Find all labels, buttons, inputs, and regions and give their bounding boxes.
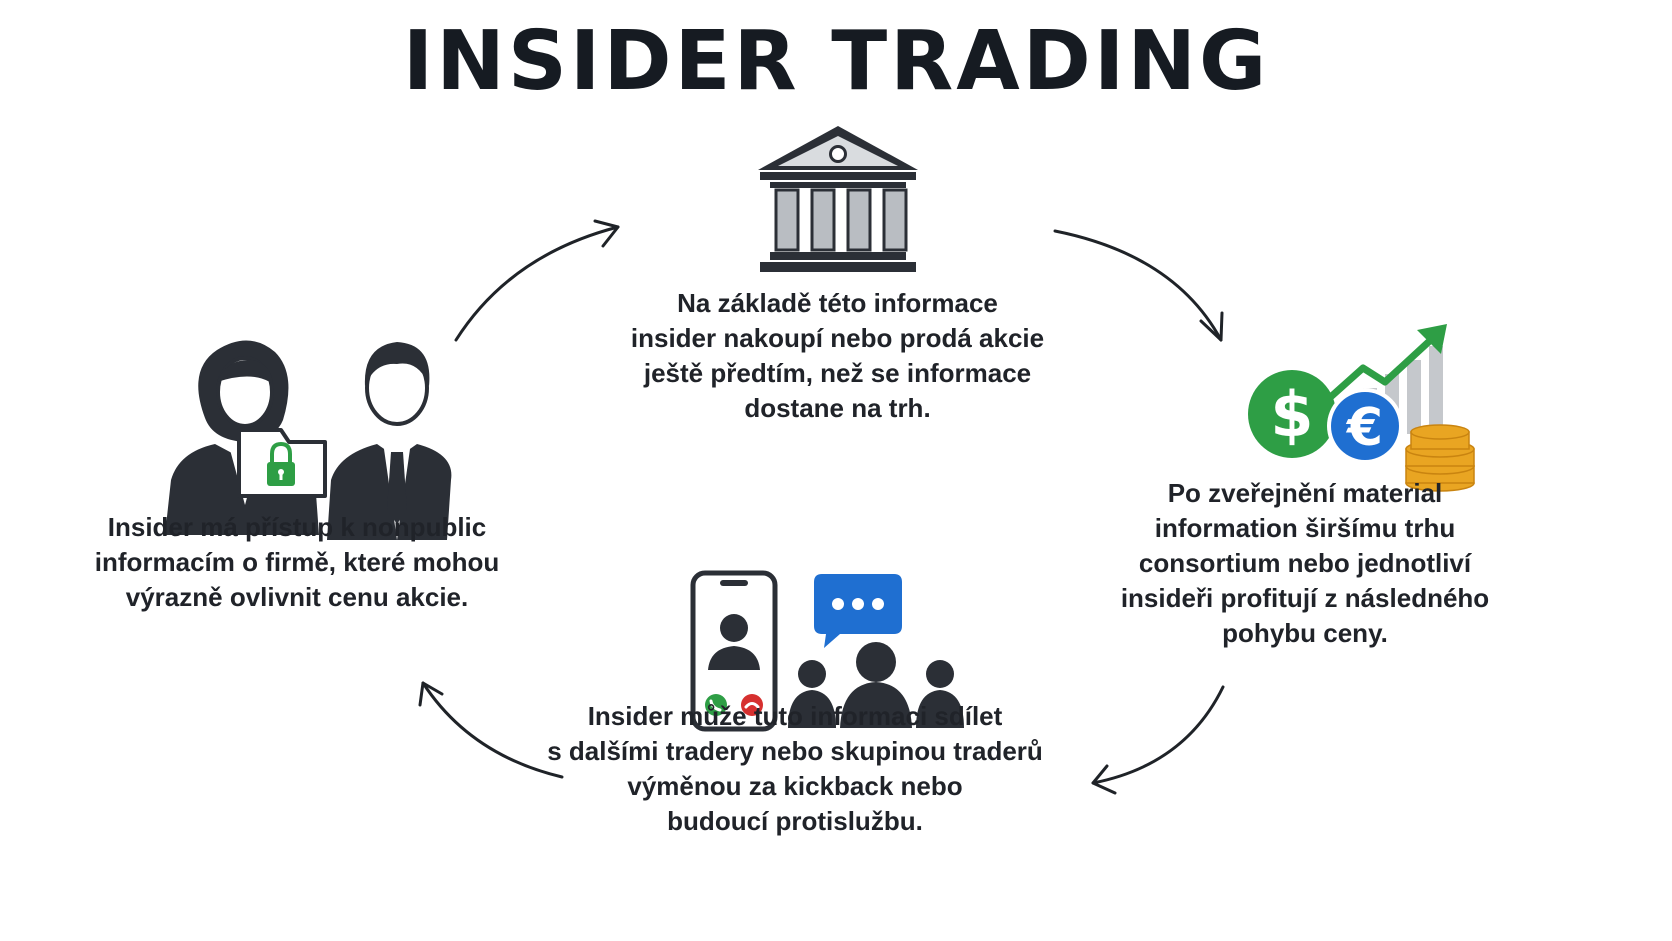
step-profit-line: Po zveřejnění material — [1167, 478, 1443, 508]
arrow-access-to-trade — [454, 225, 620, 342]
coin-stack-icon — [1405, 424, 1475, 492]
step-share-line: budoucí protislužbu. — [667, 806, 923, 836]
dollar-coin-icon: $ — [1248, 370, 1336, 458]
step-profit-line: information širšímu trhu — [1154, 513, 1456, 543]
step-access-line: výrazně ovlivnit cenu akcie. — [125, 582, 469, 612]
arrow-trade-to-profit — [1053, 229, 1223, 342]
step-trade-text: Na základě této informace insider nakoup… — [560, 286, 1115, 426]
insiders-icon-group — [165, 340, 452, 540]
group-icon — [788, 642, 964, 728]
step-share-line: výměnou za kickback nebo — [627, 771, 963, 801]
arrowhead-4 — [418, 681, 444, 707]
step-access-line: informacím o firmě, které mohou — [94, 547, 500, 577]
step-access-line: Insider má přístup k nonpublic — [107, 512, 487, 542]
euro-symbol: € — [1346, 398, 1383, 458]
dollar-symbol: $ — [1270, 378, 1313, 451]
smartphone-call-icon — [690, 570, 778, 732]
page-title: INSIDER TRADING — [402, 14, 1270, 109]
step-trade-line: ještě předtím, než se informace — [643, 358, 1032, 388]
businessman-icon — [327, 342, 452, 540]
step-trade-line: dostane na trh. — [744, 393, 931, 423]
arrowhead-3 — [1091, 764, 1117, 795]
arrow-share-to-access — [421, 681, 564, 779]
step-profit-line: insideři profitují z následného — [1120, 583, 1490, 613]
euro-coin-icon: € — [1327, 388, 1403, 464]
step-trade-line: Na základě této informace — [677, 288, 998, 318]
step-profit-text: Po zveřejnění material information širší… — [1085, 476, 1525, 651]
step-share-text: Insider může tuto informaci sdílet s dal… — [500, 699, 1090, 839]
step-profit-line: consortium nebo jednotliví — [1138, 548, 1472, 578]
share-icon-group — [690, 570, 964, 732]
step-profit-line: pohybu ceny. — [1222, 618, 1388, 648]
step-trade-line: insider nakoupí nebo prodá akcie — [630, 323, 1045, 353]
chat-bubble-icon — [814, 574, 902, 648]
step-share-line: s dalšími tradery nebo skupinou traderů — [547, 736, 1043, 766]
step-access-text: Insider má přístup k nonpublic informací… — [82, 510, 512, 615]
locked-folder-icon — [237, 428, 327, 498]
arrowhead-2 — [1199, 311, 1224, 342]
step-share-line: Insider může tuto informaci sdílet — [587, 701, 1003, 731]
businesswoman-icon — [165, 340, 319, 535]
profit-icon-group: $ € — [1248, 324, 1475, 492]
stock-exchange-building-icon — [758, 126, 918, 272]
arrow-profit-to-share — [1091, 685, 1225, 785]
arrowhead-1 — [593, 219, 620, 248]
